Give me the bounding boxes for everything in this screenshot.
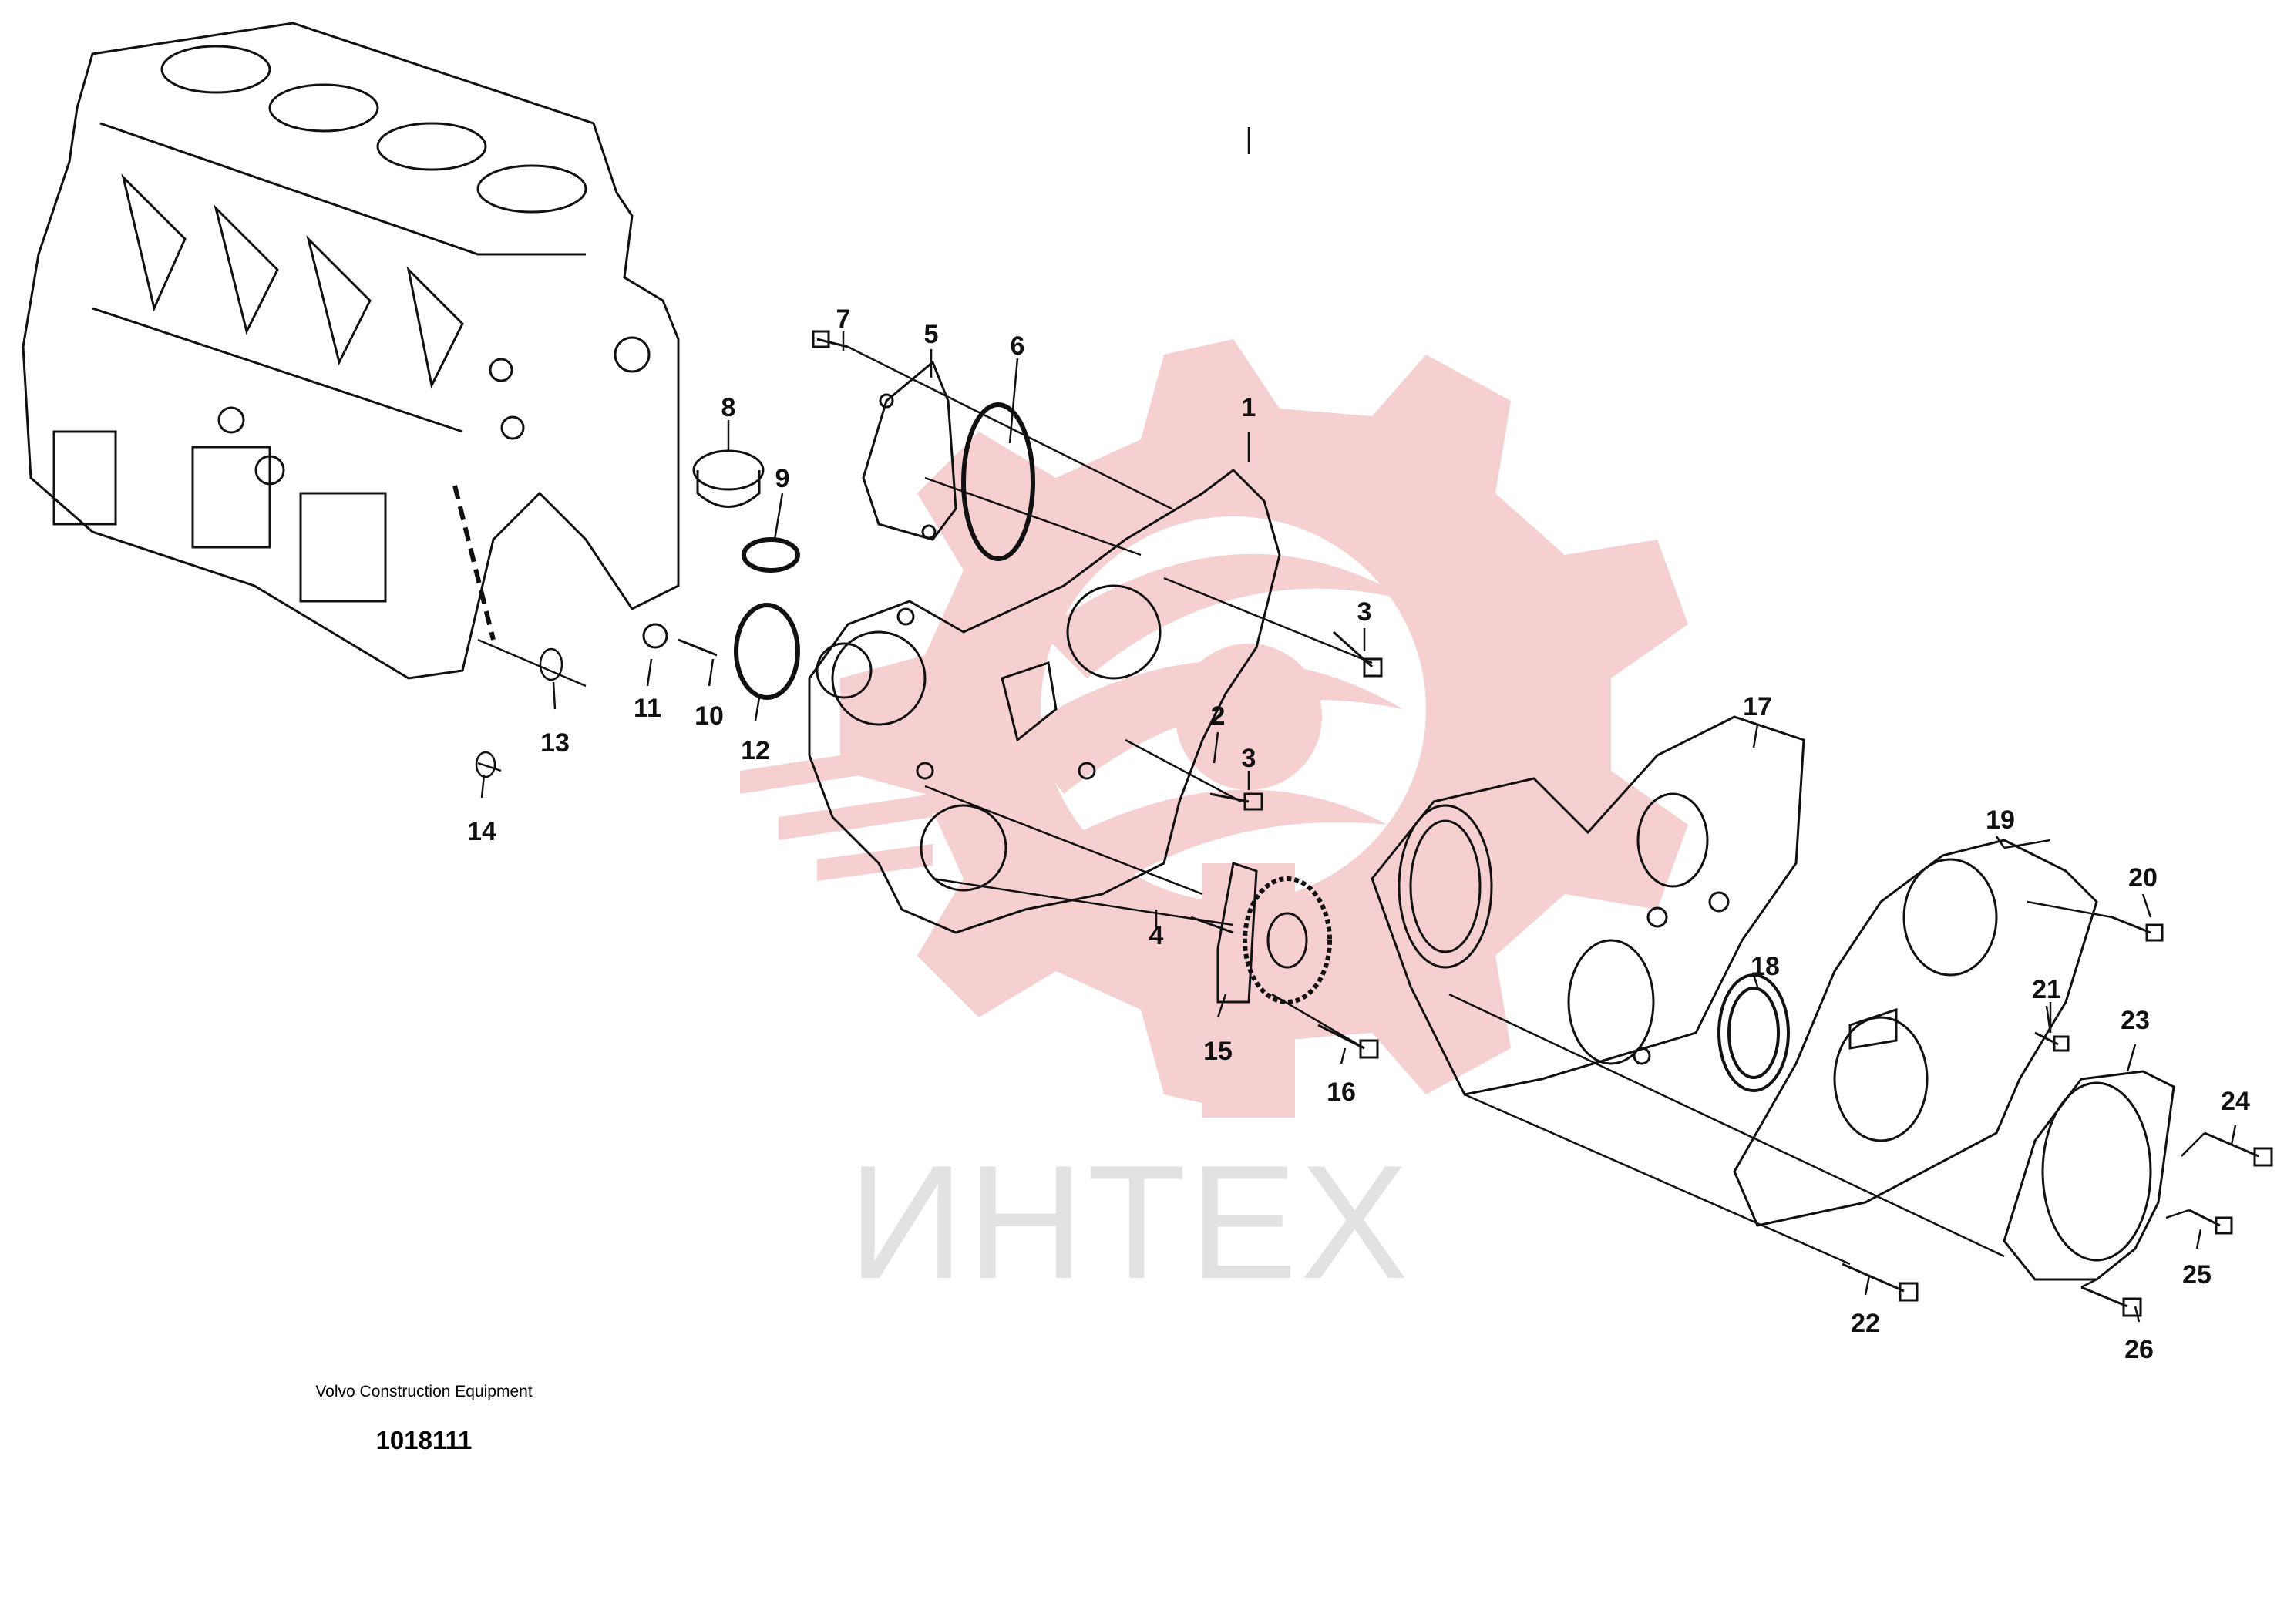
callout-3a: 3 (1357, 597, 1372, 627)
callout-5: 5 (924, 320, 939, 349)
callout-24: 24 (2221, 1087, 2250, 1116)
callout-13: 13 (540, 728, 570, 758)
callout-labels: 1 2 3 3 4 5 6 7 8 9 10 11 12 13 14 15 16… (467, 304, 2250, 1364)
callout-6: 6 (1011, 331, 1025, 361)
callout-23: 23 (2121, 1006, 2150, 1035)
callout-9: 9 (775, 464, 790, 493)
gear-housing (1371, 715, 1805, 1096)
o-ring-large (961, 402, 1035, 561)
document-number: 1018111 (375, 1426, 473, 1454)
front-cover (808, 469, 1281, 934)
callout-14: 14 (467, 817, 496, 846)
callout-11: 11 (634, 694, 661, 723)
oil-filler-cap (692, 449, 765, 508)
callout-18: 18 (1751, 952, 1780, 981)
callout-7: 7 (836, 304, 851, 334)
o-ring-medium (734, 603, 800, 700)
watermark-text: ИНТЕХ (848, 1131, 1412, 1313)
callout-15: 15 (1203, 1037, 1233, 1066)
gasket (1733, 839, 2098, 1227)
callout-8: 8 (722, 393, 736, 422)
callout-26: 26 (2124, 1335, 2154, 1364)
callout-2: 2 (1211, 701, 1226, 731)
callout-22: 22 (1851, 1309, 1880, 1338)
oil-pump-gear (1216, 862, 1332, 1004)
callout-20: 20 (2128, 863, 2158, 893)
callout-21: 21 (2032, 975, 2061, 1004)
callout-16: 16 (1327, 1078, 1356, 1107)
leader-lines (475, 127, 2205, 1289)
seal-housing (2003, 1070, 2175, 1281)
watermark-swoosh-lines (740, 553, 1411, 1118)
engine-block (22, 22, 680, 680)
manufacturer-caption: Volvo Construction Equipment (315, 1383, 533, 1400)
bolts (642, 330, 2273, 1317)
callout-4: 4 (1149, 921, 1164, 950)
cover-plate (862, 360, 957, 541)
callout-ticks (480, 331, 2237, 1323)
callout-10: 10 (695, 701, 724, 731)
callout-1: 1 (1242, 393, 1256, 422)
o-ring-small (742, 537, 800, 573)
callout-19: 19 (1986, 805, 2015, 835)
callout-3b: 3 (1242, 744, 1256, 773)
callout-12: 12 (741, 736, 770, 765)
oil-seal (1717, 973, 1790, 1092)
callout-25: 25 (2182, 1260, 2212, 1289)
callout-17: 17 (1743, 692, 1772, 721)
